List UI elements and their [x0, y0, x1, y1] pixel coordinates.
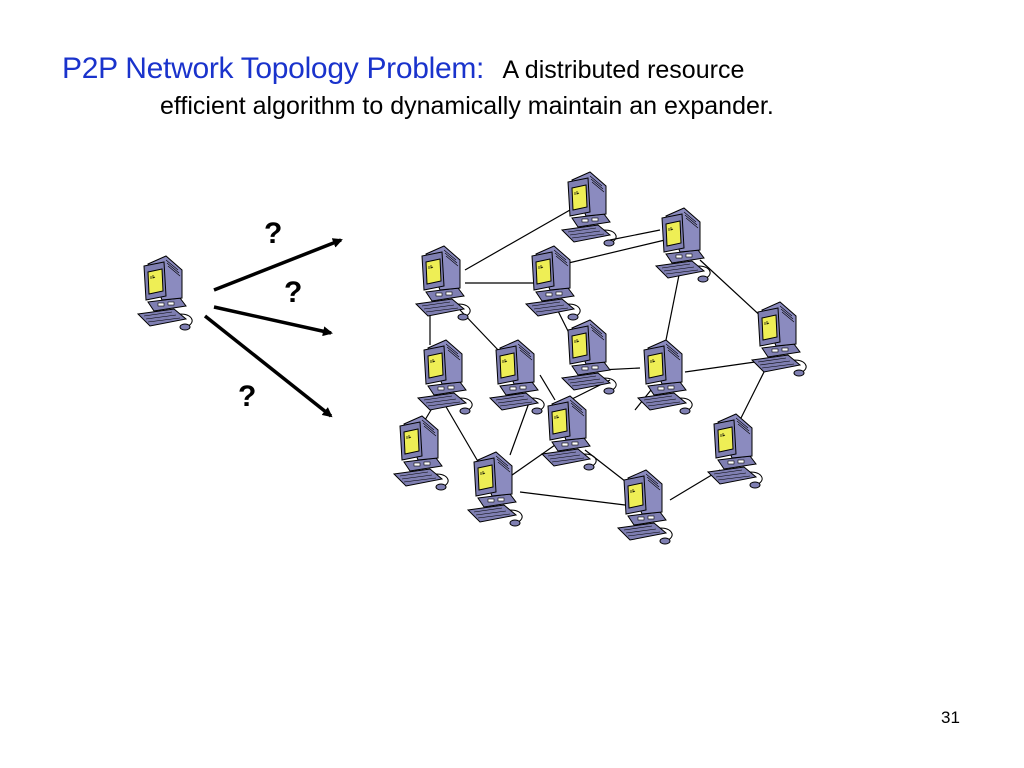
peer-computer-icon — [393, 415, 449, 491]
arrow-label: ? — [238, 380, 256, 413]
slide-title-row: P2P Network Topology Problem: A distribu… — [62, 52, 744, 86]
peer-computer-icon — [637, 339, 693, 415]
peer-computer-icon — [541, 395, 597, 471]
slide-title: P2P Network Topology Problem: — [62, 52, 485, 85]
connection-arrow — [213, 238, 343, 292]
peer-computer-icon — [489, 339, 545, 415]
arrow-label: ? — [264, 217, 282, 250]
slide-subtitle-part1: A distributed resource — [502, 56, 745, 84]
peer-computer-icon — [617, 469, 673, 545]
peer-computer-icon — [417, 339, 473, 415]
peer-computer-icon — [707, 413, 763, 489]
peer-computer-icon — [525, 245, 581, 321]
peer-computer-icon — [415, 245, 471, 321]
connection-arrow — [213, 305, 333, 337]
arrow-label: ? — [284, 276, 302, 309]
peer-computer-icon — [655, 207, 711, 283]
connection-arrow — [203, 314, 333, 418]
peer-computer-icon — [751, 301, 807, 377]
new-peer-computer-icon — [137, 255, 193, 331]
peer-computer-icon — [467, 451, 523, 527]
peer-computer-icon — [561, 319, 617, 395]
page-number: 31 — [941, 708, 960, 727]
peer-computer-icon — [561, 171, 617, 247]
slide-subtitle-part2: efficient algorithm to dynamically maint… — [160, 92, 774, 120]
